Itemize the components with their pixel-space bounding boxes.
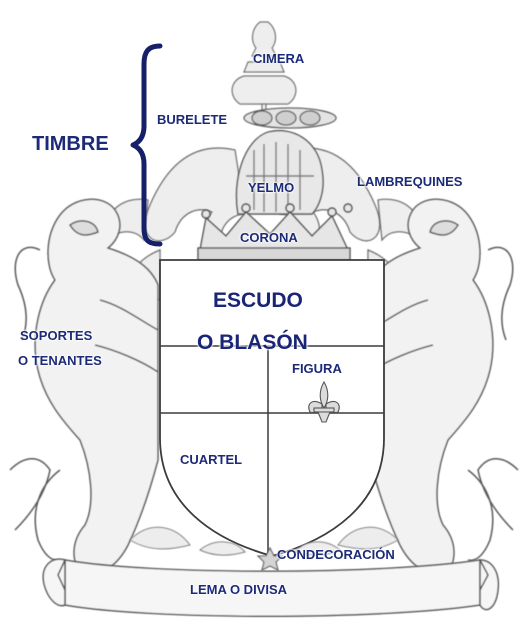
left-supporter-lion (9, 198, 159, 577)
cimera-crest (231, 21, 297, 113)
lema-ribbon (42, 558, 500, 617)
label-escudo: ESCUDO (213, 289, 303, 312)
burelete-wreath (243, 107, 337, 129)
escudo-shield (159, 259, 385, 557)
label-soportes: SOPORTES (20, 328, 93, 343)
figura-fleur-de-lis (308, 380, 340, 423)
label-cimera: CIMERA (253, 51, 305, 66)
label-figura: FIGURA (292, 361, 342, 376)
label-tenantes: O TENANTES (18, 353, 102, 368)
right-supporter-lion (369, 198, 519, 577)
label-lambrequines: LAMBREQUINES (357, 174, 463, 189)
label-timbre: TIMBRE (32, 133, 109, 155)
label-burelete: BURELETE (157, 112, 228, 127)
label-blason: O BLASÓN (197, 331, 308, 354)
timbre-bracket (130, 43, 163, 247)
label-yelmo: YELMO (248, 180, 295, 195)
label-corona: CORONA (240, 230, 298, 245)
base-foliage (129, 526, 399, 556)
corona-crown (197, 203, 353, 261)
label-condecoracion: CONDECORACIÓN (277, 547, 395, 562)
label-lema: LEMA O DIVISA (190, 582, 288, 597)
yelmo-helmet (235, 130, 324, 215)
label-cuartel: CUARTEL (180, 452, 243, 467)
